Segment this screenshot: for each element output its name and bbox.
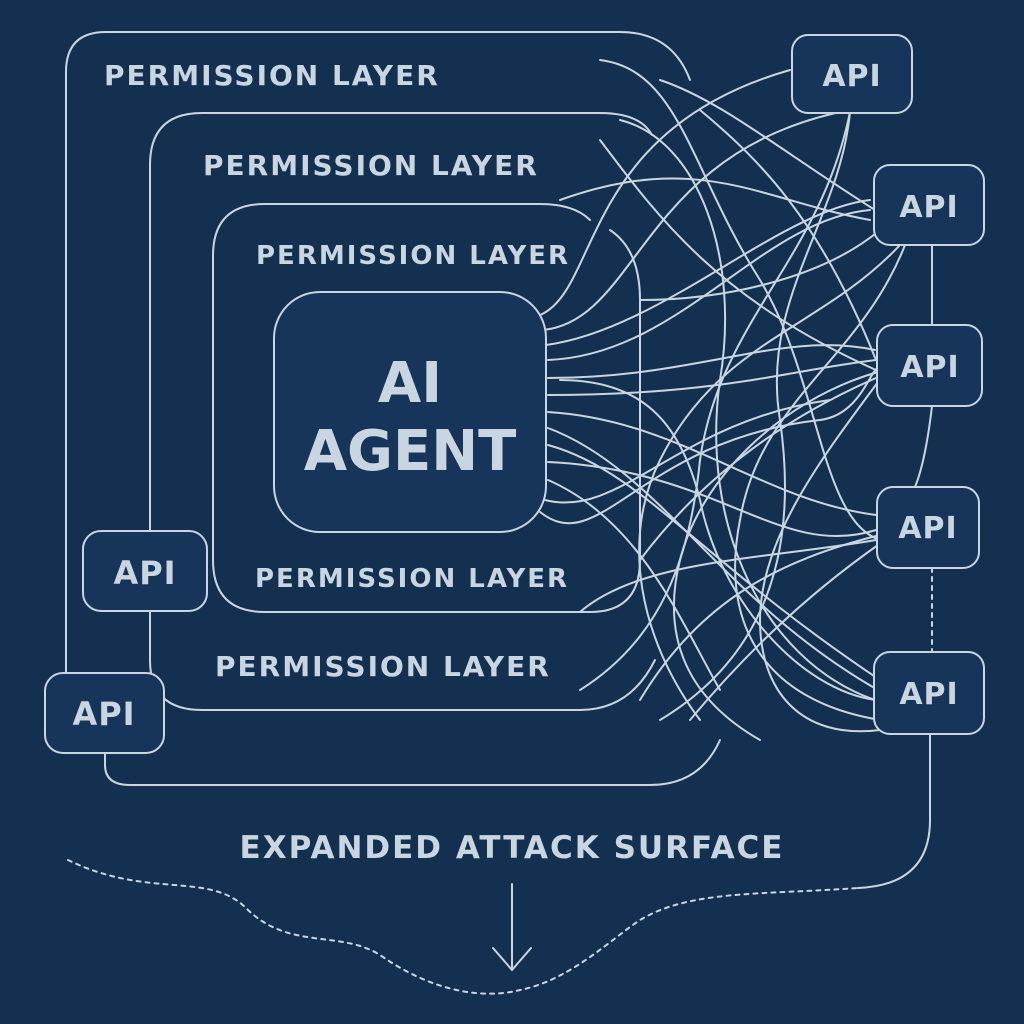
permission-layer-second-frame (149, 112, 653, 531)
api-node-left-2[interactable]: API (44, 672, 165, 754)
permission-layer-label-2: PERMISSION LAYER (203, 149, 539, 182)
api-node-label: API (900, 350, 959, 385)
api-5-drop-link (857, 733, 931, 889)
ai-agent-box[interactable] (273, 291, 547, 533)
permission-layer-label-5: PERMISSION LAYER (215, 650, 551, 683)
permission-layer-label-1: PERMISSION LAYER (104, 59, 440, 92)
permission-layer-outer-frame (65, 31, 691, 673)
arrow-down-icon (492, 883, 532, 972)
api-node-right-5[interactable]: API (873, 651, 985, 735)
attack-surface-label: EXPANDED ATTACK SURFACE (240, 830, 785, 866)
api-node-label: API (72, 695, 135, 733)
api-node-right-3[interactable]: API (876, 324, 983, 407)
api-node-label: API (822, 59, 881, 94)
permission-layer-inner-frame (212, 203, 641, 613)
ai-agent-label-line2: AGENT (304, 419, 517, 484)
outer-bottom-connector (104, 739, 721, 786)
api-node-label: API (113, 554, 176, 592)
api-node-right-2[interactable]: API (873, 164, 985, 246)
permission-layer-label-4: PERMISSION LAYER (255, 564, 569, 594)
connection-mesh (539, 59, 906, 741)
api-node-label: API (899, 677, 958, 712)
attack-surface-wave (67, 859, 859, 995)
api-link-3-4 (914, 405, 933, 488)
api-node-top-right[interactable]: API (791, 34, 913, 114)
ai-agent-label-line1: AI (378, 351, 442, 416)
api-node-label: API (898, 511, 957, 546)
api-node-left-1[interactable]: API (82, 530, 208, 612)
permission-layer-label-3: PERMISSION LAYER (256, 241, 570, 271)
api-node-right-4[interactable]: API (876, 486, 980, 569)
api-node-label: API (899, 190, 958, 225)
